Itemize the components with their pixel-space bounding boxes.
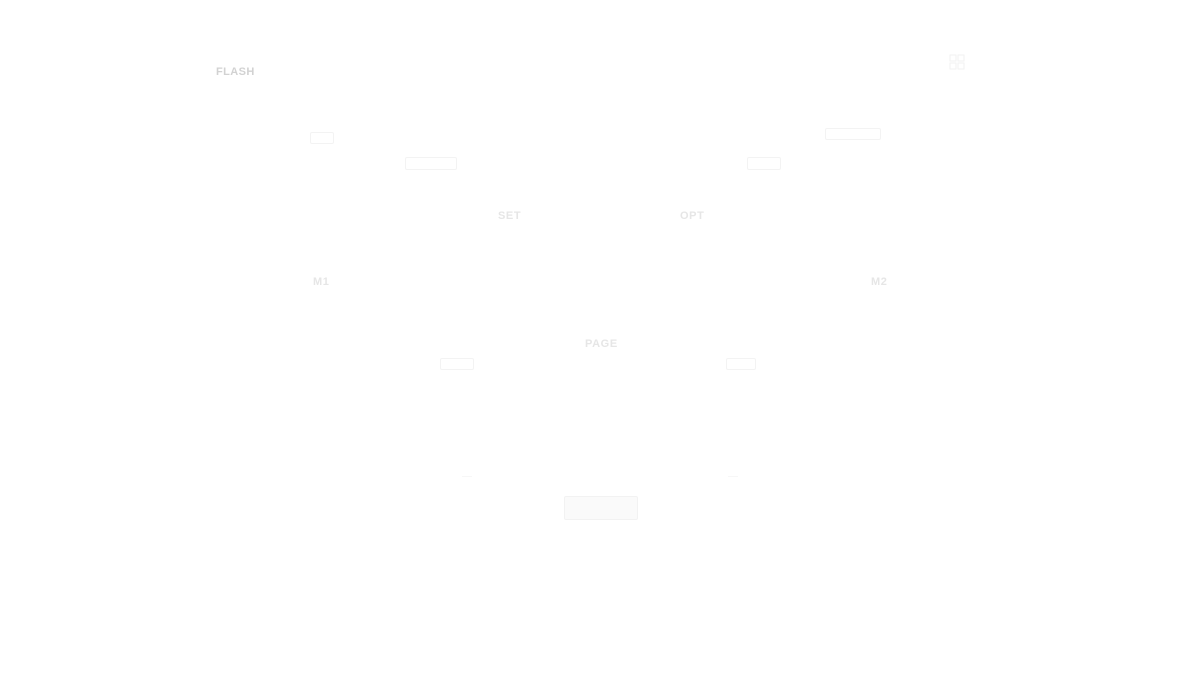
page-right-control[interactable] (726, 358, 756, 370)
page-left-control[interactable] (440, 358, 474, 370)
set-button[interactable]: SET (498, 210, 522, 222)
lower-left-marker (462, 476, 472, 477)
display-button[interactable] (564, 496, 638, 520)
upper-right-control[interactable] (747, 157, 781, 170)
upper-left-control[interactable] (405, 157, 457, 170)
opt-button[interactable]: OPT (680, 210, 705, 222)
m1-button[interactable]: M1 (313, 276, 330, 288)
upper-left-indicator (310, 132, 334, 144)
grid-icon[interactable] (949, 54, 965, 70)
m2-button[interactable]: M2 (871, 276, 888, 288)
page-button[interactable]: PAGE (585, 338, 618, 350)
upper-right-indicator (825, 128, 881, 140)
brand-label: FLASH (216, 66, 255, 78)
lower-right-marker (728, 476, 738, 477)
